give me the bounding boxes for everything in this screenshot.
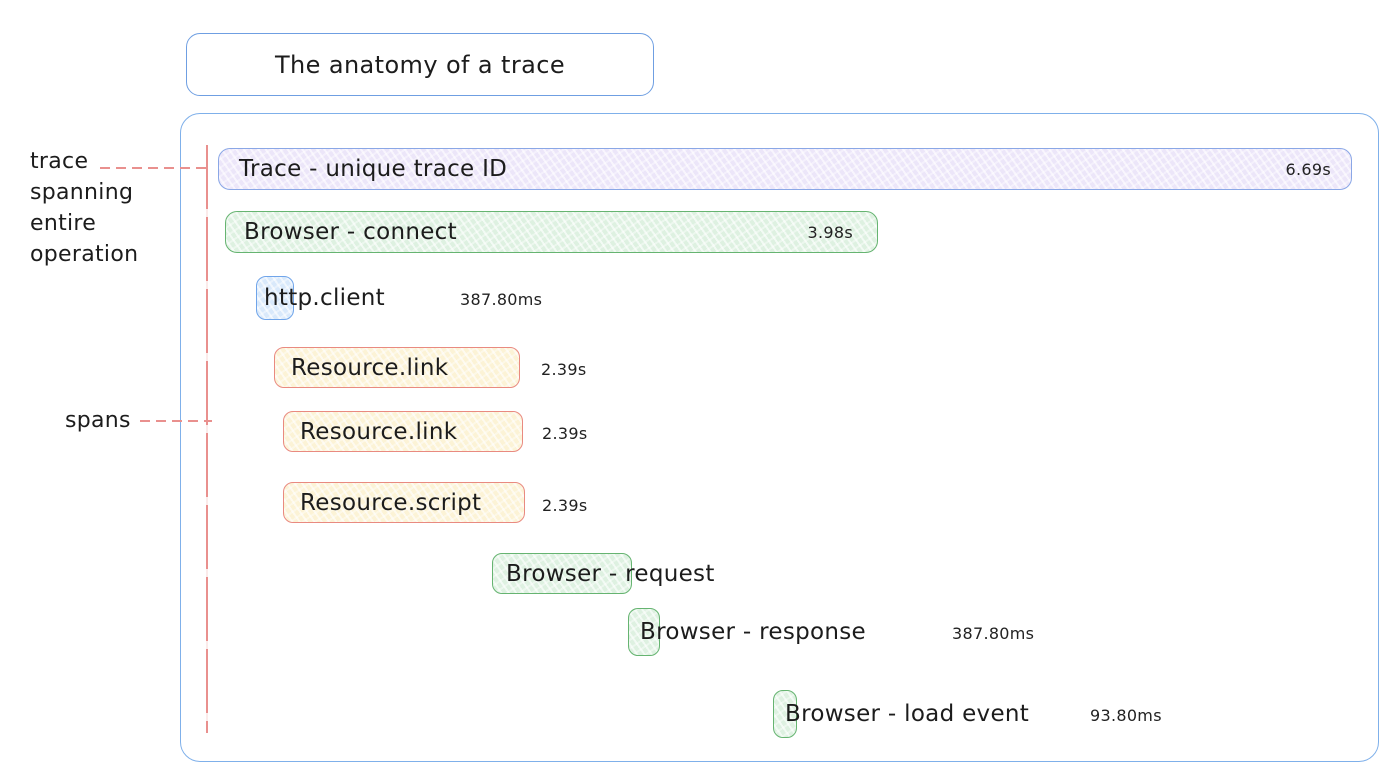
diagram-title: The anatomy of a trace: [274, 50, 566, 79]
span-http-client-duration: 387.80ms: [460, 290, 543, 309]
span-resource-script-label: Resource.script: [300, 489, 482, 516]
trace-annotation: trace spanning entire operation: [30, 149, 139, 267]
span-browser-response-duration: 387.80ms: [952, 624, 1035, 643]
span-browser-connect-label: Browser - connect: [244, 219, 457, 245]
trace-span-bar: Trace - unique trace ID 6.69s: [218, 148, 1352, 190]
span-browser-request-label: Browser - request: [506, 561, 715, 587]
trace-span-label: Trace - unique trace ID: [239, 156, 508, 182]
span-browser-response-bar: [628, 608, 660, 656]
span-browser-load-event-bar: [773, 690, 797, 738]
spans-annotation-connector-line: [140, 420, 212, 422]
diagram-title-box: The anatomy of a trace: [186, 33, 654, 96]
span-browser-connect-bar: Browser - connect 3.98s: [225, 211, 878, 253]
span-browser-request-bar: [492, 553, 632, 594]
span-browser-load-event-label: Browser - load event: [785, 701, 1030, 727]
span-resource-link2-bar: Resource.link: [283, 411, 523, 452]
span-browser-connect-duration: 3.98s: [807, 222, 853, 242]
span-resource-link2-label: Resource.link: [300, 418, 458, 445]
span-browser-response-label: Browser - response: [640, 619, 866, 645]
spans-annotation: spans: [65, 408, 131, 433]
span-resource-link2-duration: 2.39s: [542, 424, 588, 443]
span-http-client-bar: [256, 276, 294, 320]
span-http-client-label: http.client: [264, 285, 385, 311]
span-resource-link1-duration: 2.39s: [541, 360, 587, 379]
span-resource-script-duration: 2.39s: [542, 496, 588, 515]
trace-span-duration: 6.69s: [1285, 159, 1331, 179]
trace-annotation-connector-line: [100, 167, 212, 169]
span-resource-link1-label: Resource.link: [291, 354, 449, 381]
spans-bracket-line: [206, 145, 208, 733]
span-browser-load-event-duration: 93.80ms: [1090, 706, 1162, 725]
span-resource-link1-bar: Resource.link: [274, 347, 520, 388]
span-resource-script-bar: Resource.script: [283, 482, 525, 523]
